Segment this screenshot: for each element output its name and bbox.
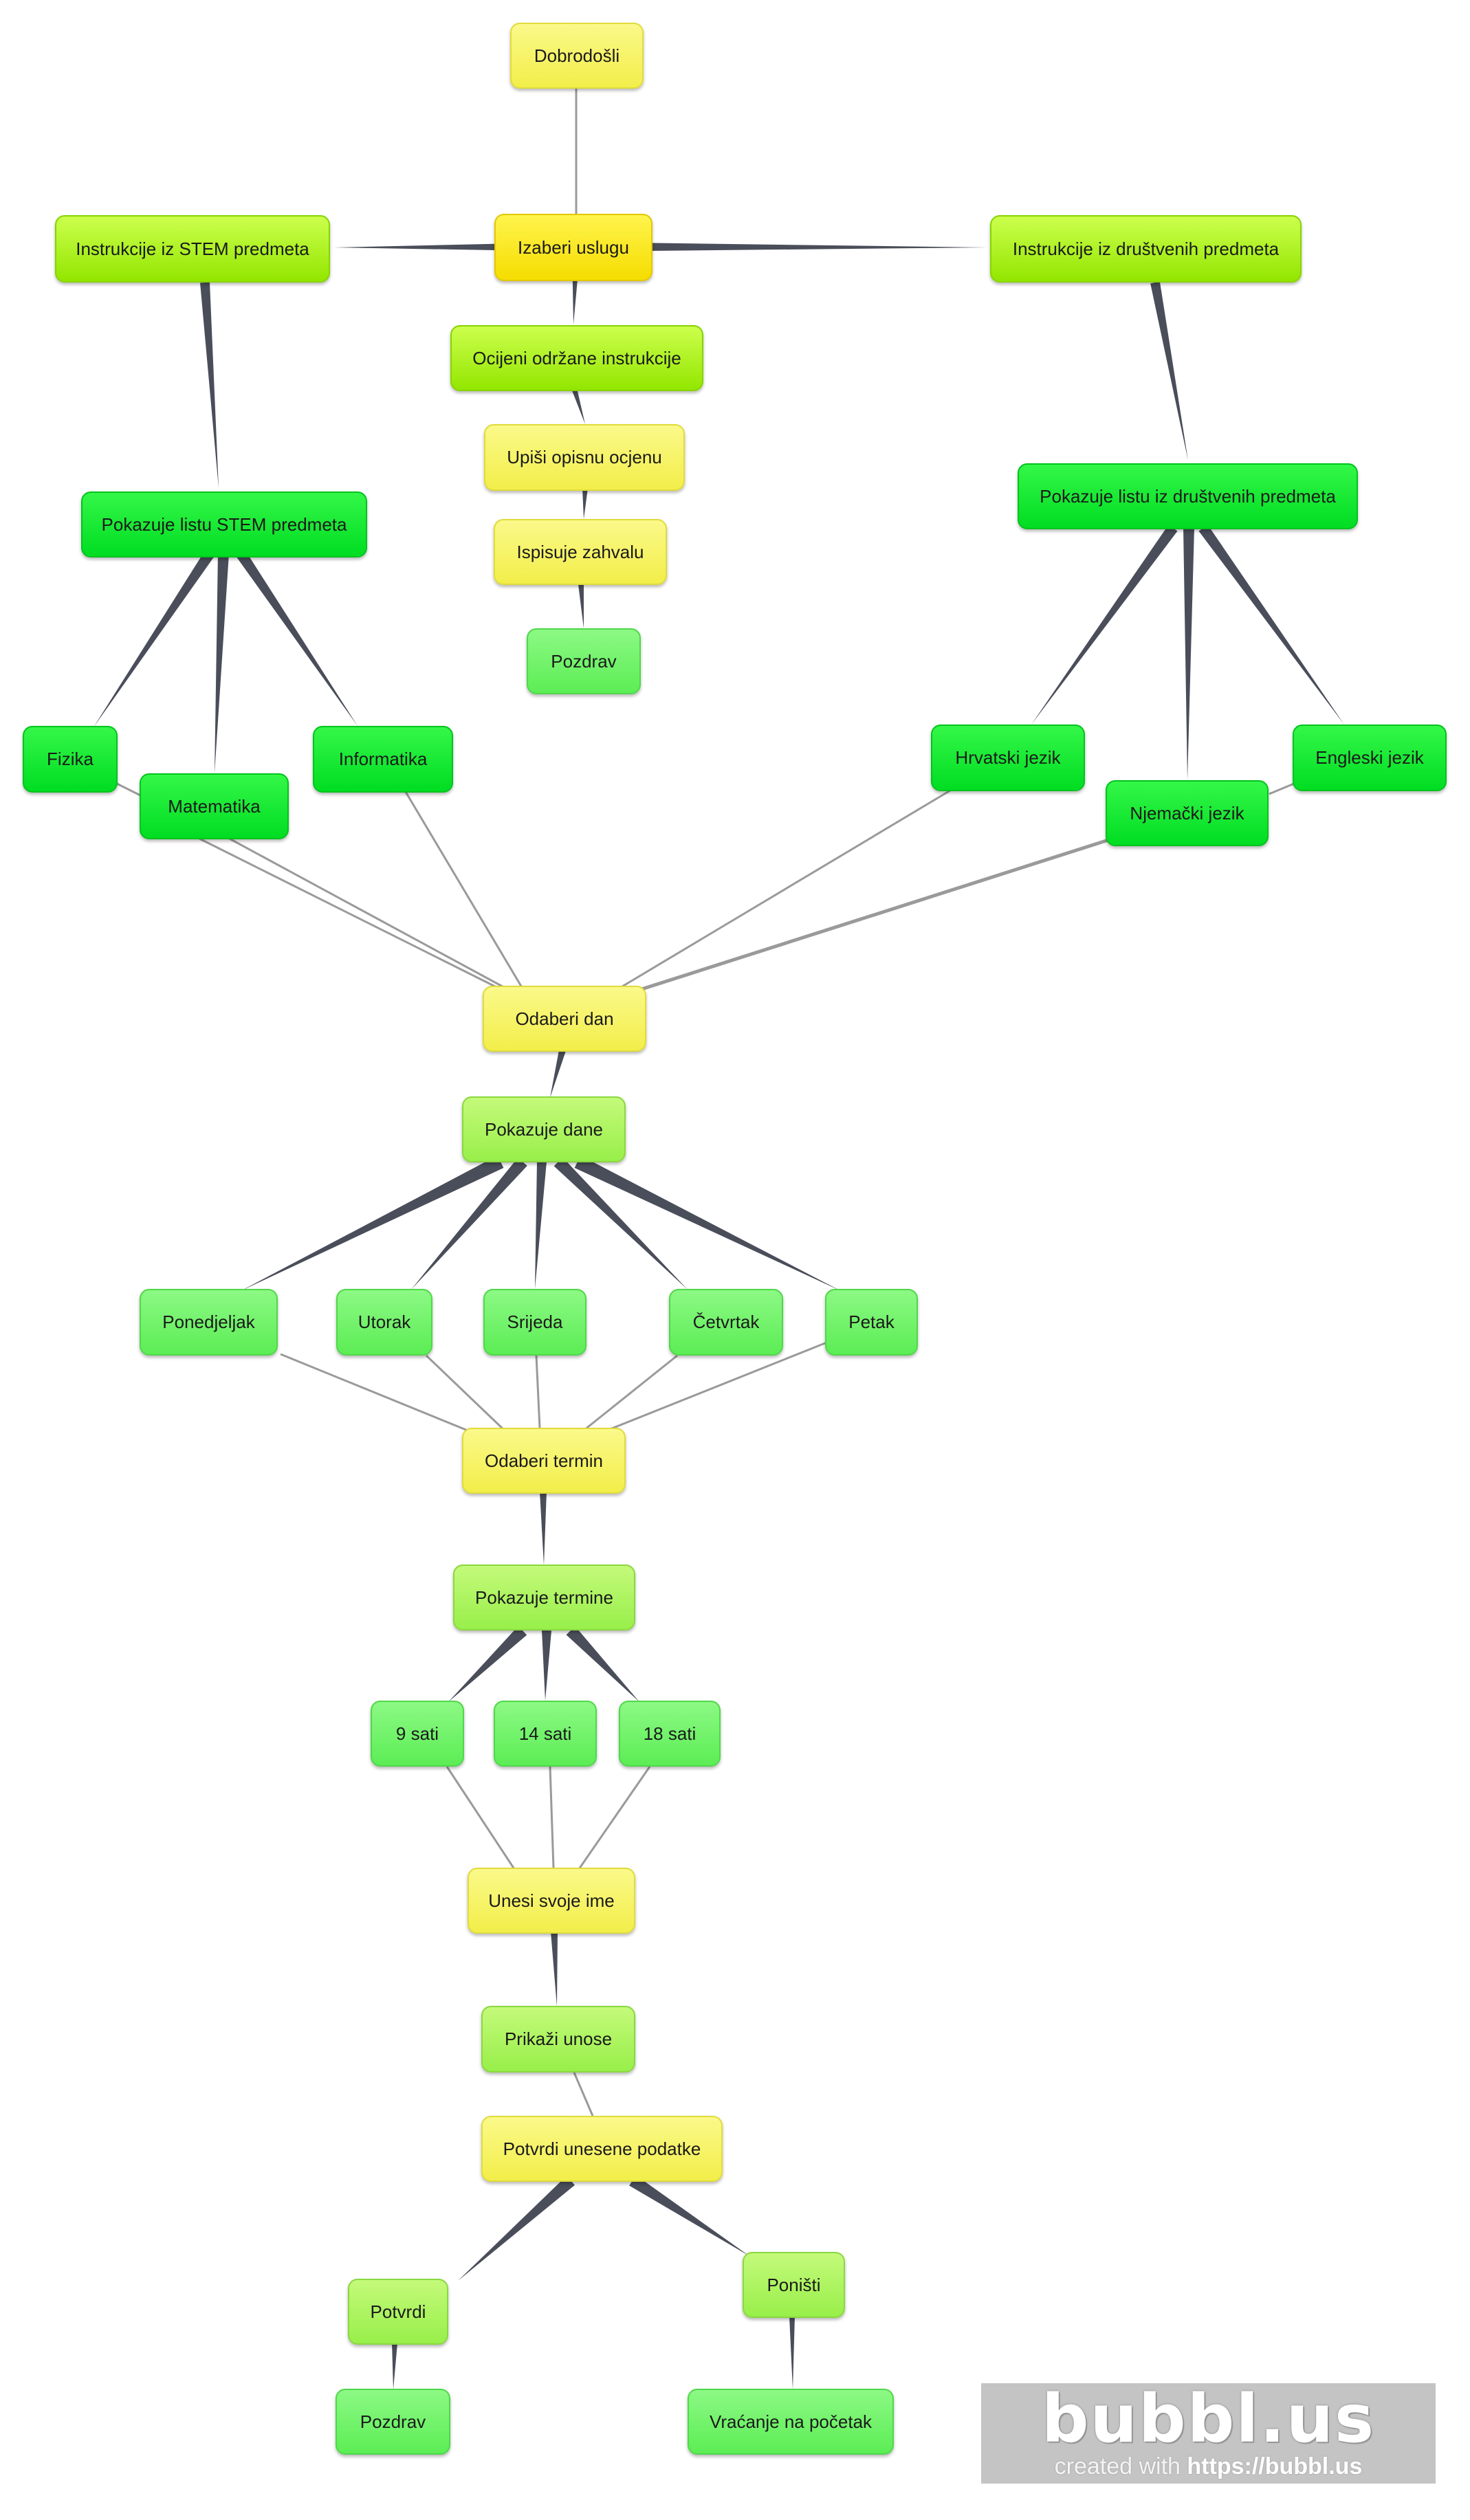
tapered-connector bbox=[1183, 527, 1194, 780]
tapered-connector bbox=[448, 1626, 527, 1702]
node-matematika[interactable]: Matematika bbox=[140, 773, 289, 839]
tapered-connector bbox=[575, 242, 987, 252]
node-odaberi-termin[interactable]: Odaberi termin bbox=[462, 1428, 626, 1494]
node-srijeda[interactable]: Srijeda bbox=[483, 1289, 586, 1356]
thin-connector bbox=[573, 2072, 594, 2116]
node-vracanje[interactable]: Vraćanje na početak bbox=[688, 2389, 894, 2455]
node-14-sati[interactable]: 14 sati bbox=[494, 1701, 597, 1767]
thin-connector bbox=[549, 1766, 555, 1868]
thin-connector bbox=[446, 1766, 517, 1872]
tapered-connector bbox=[535, 1161, 547, 1289]
thin-connector bbox=[199, 837, 503, 991]
watermark-caption: created with https://bubbl.us bbox=[981, 2453, 1436, 2480]
thin-connector bbox=[639, 838, 1109, 992]
tapered-connector bbox=[215, 553, 229, 773]
node-lista-drustvenih[interactable]: Pokazuje listu iz društvenih predmeta bbox=[1018, 463, 1358, 529]
tapered-connector bbox=[236, 550, 358, 726]
tapered-connector bbox=[1198, 524, 1344, 725]
node-ponisti[interactable]: Poništi bbox=[743, 2252, 845, 2318]
tapered-connector bbox=[629, 2175, 749, 2256]
node-odaberi-dan[interactable]: Odaberi dan bbox=[483, 986, 646, 1052]
node-prikazi-unose[interactable]: Prikaži unose bbox=[481, 2006, 635, 2073]
tapered-connector bbox=[542, 1630, 551, 1701]
thin-connector bbox=[618, 789, 951, 990]
node-pokazuje-termine[interactable]: Pokazuje termine bbox=[453, 1565, 635, 1631]
thin-connector bbox=[604, 1339, 833, 1433]
thin-connector bbox=[584, 1354, 678, 1431]
tapered-connector bbox=[578, 584, 584, 628]
node-informatika[interactable]: Informatika bbox=[313, 726, 453, 793]
bubbl-watermark[interactable]: bubbl.us created with https://bubbl.us bbox=[981, 2383, 1436, 2484]
node-ponedjeljak[interactable]: Ponedjeljak bbox=[140, 1289, 278, 1356]
tapered-connector bbox=[200, 282, 219, 488]
tapered-connector bbox=[1031, 524, 1178, 725]
tapered-connector bbox=[458, 2176, 575, 2281]
tapered-connector bbox=[553, 1157, 688, 1290]
tapered-connector bbox=[241, 1156, 504, 1291]
node-fizika[interactable]: Fizika bbox=[23, 726, 118, 793]
node-dobrodosli[interactable]: Dobrodošli bbox=[510, 23, 644, 89]
tapered-connector bbox=[550, 1049, 566, 1098]
tapered-connector bbox=[582, 487, 588, 519]
tapered-connector bbox=[540, 1491, 547, 1565]
node-petak[interactable]: Petak bbox=[825, 1289, 918, 1356]
node-pozdrav-top[interactable]: Pozdrav bbox=[527, 628, 641, 694]
thin-connector bbox=[280, 1353, 475, 1435]
node-izaberi-uslugu[interactable]: Izaberi uslugu bbox=[494, 214, 652, 281]
node-potvrdi-unesene[interactable]: Potvrdi unesene podatke bbox=[481, 2116, 723, 2182]
node-pozdrav-bottom[interactable]: Pozdrav bbox=[336, 2389, 450, 2455]
thin-connector bbox=[404, 791, 524, 989]
thin-connector bbox=[425, 1354, 507, 1433]
node-utorak[interactable]: Utorak bbox=[336, 1289, 432, 1356]
node-hrvatski[interactable]: Hrvatski jezik bbox=[931, 725, 1085, 791]
node-ocijeni[interactable]: Ocijeni održane instrukcije bbox=[450, 325, 703, 391]
tapered-connector bbox=[551, 1931, 558, 2007]
tapered-connector bbox=[1150, 281, 1188, 461]
node-njemacki[interactable]: Njemački jezik bbox=[1106, 780, 1269, 846]
node-lista-stem[interactable]: Pokazuje listu STEM predmeta bbox=[81, 491, 367, 557]
tapered-connector bbox=[789, 2316, 795, 2389]
tapered-connector bbox=[94, 550, 215, 727]
bubbl-logo: bubbl.us bbox=[1041, 2380, 1376, 2457]
node-upisi-ocjenu[interactable]: Upiši opisnu ocjenu bbox=[484, 424, 685, 491]
tapered-connector bbox=[392, 2343, 397, 2389]
node-engleski[interactable]: Engleski jezik bbox=[1293, 725, 1447, 791]
node-instrukcije-stem[interactable]: Instrukcije iz STEM predmeta bbox=[55, 215, 330, 283]
node-cetvrtak[interactable]: Četvrtak bbox=[669, 1289, 783, 1356]
thin-connector bbox=[535, 1355, 541, 1428]
node-instrukcije-drustvenih[interactable]: Instrukcije iz društvenih predmeta bbox=[990, 215, 1302, 283]
node-ispisuje-zahvalu[interactable]: Ispisuje zahvalu bbox=[494, 519, 667, 585]
node-9-sati[interactable]: 9 sati bbox=[371, 1701, 464, 1767]
node-potvrdi[interactable]: Potvrdi bbox=[348, 2279, 448, 2345]
thin-connector bbox=[226, 836, 509, 991]
tapered-connector bbox=[571, 387, 585, 424]
tapered-connector bbox=[574, 1156, 841, 1291]
tapered-connector bbox=[411, 1158, 527, 1290]
thin-connector bbox=[1269, 782, 1295, 795]
node-18-sati[interactable]: 18 sati bbox=[619, 1701, 721, 1767]
tapered-connector bbox=[566, 1626, 639, 1702]
watermark-url: https://bubbl.us bbox=[1187, 2453, 1363, 2479]
thin-connector bbox=[576, 1766, 651, 1872]
node-unesi-ime[interactable]: Unesi svoje ime bbox=[468, 1868, 635, 1934]
watermark-created-with: created with bbox=[1054, 2453, 1187, 2479]
node-pokazuje-dane[interactable]: Pokazuje dane bbox=[462, 1096, 626, 1162]
